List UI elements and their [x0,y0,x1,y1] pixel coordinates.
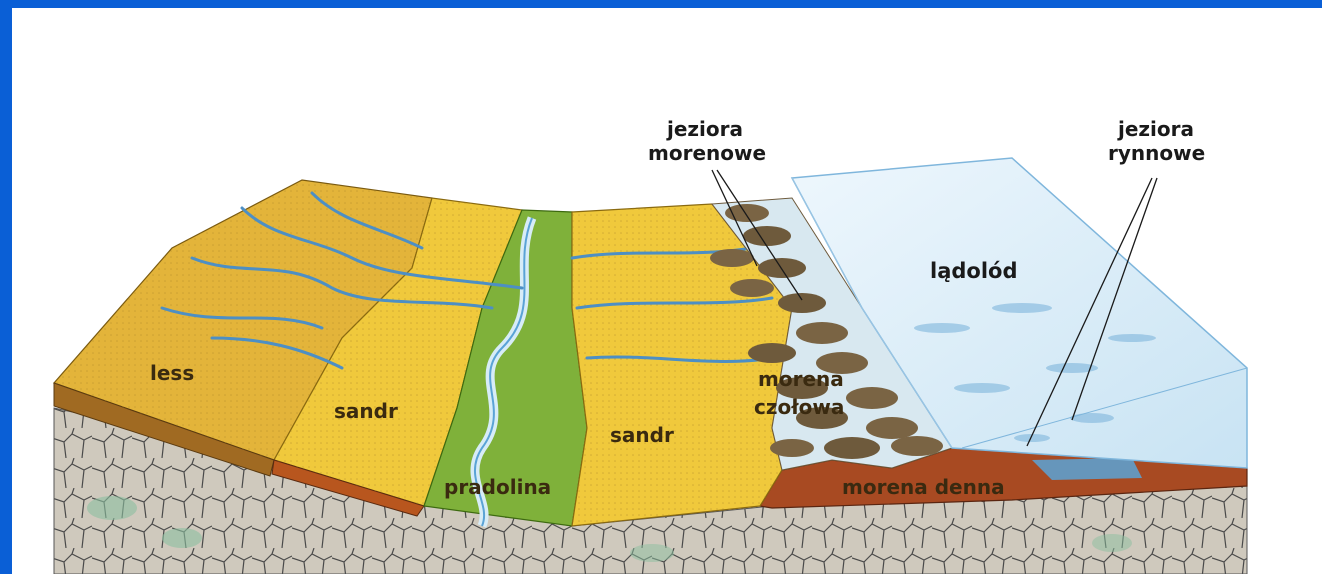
label-morena-denna: morena denna [842,475,1005,499]
label-jeziora-rynnowe-1: jeziora [1117,117,1194,141]
label-pradolina: pradolina [444,475,551,499]
label-jeziora-rynnowe-2: rynnowe [1108,141,1205,165]
label-morena-czolowa-1: morena [758,367,844,391]
label-jeziora-morenowe-1: jeziora [666,117,743,141]
label-jeziora-morenowe-2: morenowe [648,141,766,165]
label-sandr-right: sandr [610,423,674,447]
label-sandr-left: sandr [334,399,398,423]
label-less: less [150,361,194,385]
diagram-canvas: jeziora morenowe jeziora rynnowe lądolód… [12,8,1322,574]
glacial-landforms-diagram: jeziora morenowe jeziora rynnowe lądolód… [12,8,1322,574]
label-morena-czolowa-2: czołowa [754,395,844,419]
label-ladolod: lądolód [930,259,1018,283]
